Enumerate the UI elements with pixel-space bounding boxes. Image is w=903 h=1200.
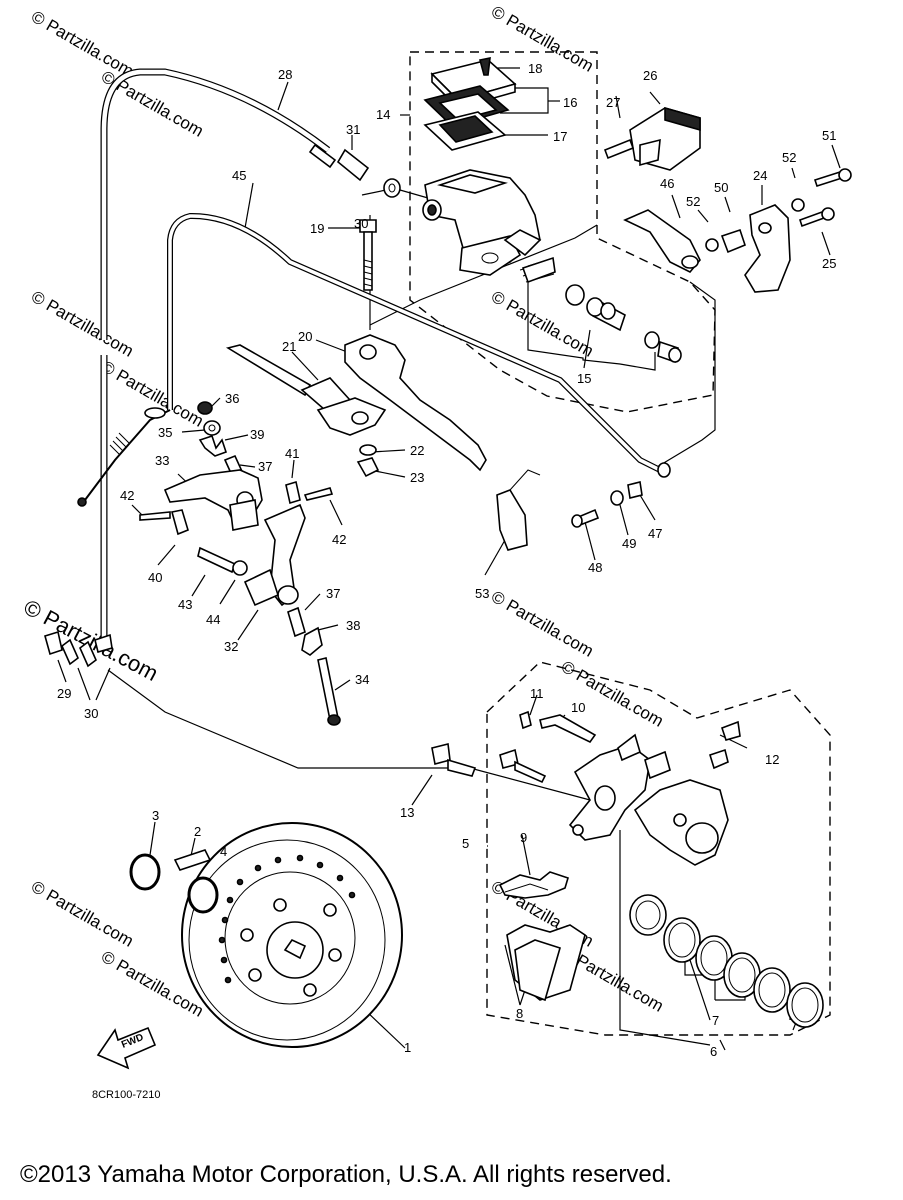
callout-32: 32 — [224, 639, 238, 654]
callout-12: 12 — [765, 752, 779, 767]
callout-44: 44 — [206, 612, 220, 627]
copyright-notice: ©2013 Yamaha Motor Corporation, U.S.A. A… — [20, 1161, 672, 1188]
callout-15: 15 — [577, 371, 591, 386]
watermark: © Partzilla.com — [28, 877, 137, 951]
drawing-code: 8CR100-7210 — [92, 1089, 161, 1101]
callout-19: 19 — [310, 221, 324, 236]
watermark-dark: © Partzilla.com — [20, 594, 163, 686]
callout-27: 27 — [606, 95, 620, 110]
callout-2: 2 — [194, 824, 201, 839]
watermark: © Partzilla.com — [28, 287, 137, 361]
callout-50: 50 — [714, 180, 728, 195]
brake-levers — [225, 334, 487, 478]
callout-48: 48 — [588, 560, 602, 575]
callout-33: 33 — [155, 453, 169, 468]
callout-39: 39 — [250, 427, 264, 442]
switch-bracket — [496, 106, 852, 551]
callout-35: 35 — [158, 425, 172, 440]
callout-25: 25 — [822, 256, 836, 271]
callout-8: 8 — [516, 1006, 523, 1021]
callout-9: 9 — [520, 830, 527, 845]
callout-38: 38 — [346, 618, 360, 633]
callout-10: 10 — [571, 700, 585, 715]
callout-22: 22 — [410, 443, 424, 458]
callout-24: 24 — [753, 168, 767, 183]
callout-21: 21 — [282, 339, 296, 354]
callout-3: 3 — [152, 808, 159, 823]
watermark: © Partzilla.com — [558, 657, 667, 731]
callout-45: 45 — [232, 168, 246, 183]
callout-36: 36 — [225, 391, 239, 406]
callout-4: 4 — [220, 844, 227, 859]
watermark: © Partzilla.com — [488, 587, 597, 661]
callout-46: 46 — [660, 176, 674, 191]
callout-31: 31 — [346, 122, 360, 137]
callout-11: 11 — [530, 686, 544, 701]
callout-30-upper: 30 — [354, 216, 368, 231]
callout-16: 16 — [563, 95, 577, 110]
callout-18: 18 — [528, 61, 542, 76]
callout-29: 29 — [57, 686, 71, 701]
callout-14: 14 — [376, 107, 390, 122]
watermark: © Partzilla.com — [28, 7, 137, 81]
callout-30-lower: 30 — [84, 706, 98, 721]
callout-5: 5 — [462, 836, 469, 851]
callout-23: 23 — [410, 470, 424, 485]
callout-49: 49 — [622, 536, 636, 551]
brake-disc — [96, 822, 403, 1070]
callout-26: 26 — [643, 68, 657, 83]
group-outlines — [409, 51, 831, 1036]
callout-43: 43 — [178, 597, 192, 612]
callout-40: 40 — [148, 570, 162, 585]
callout-51: 51 — [822, 128, 836, 143]
callout-52-upper: 52 — [782, 150, 796, 165]
callout-labels: 1 2 3 4 5 6 7 8 9 10 11 12 13 14 15 16 1… — [57, 61, 836, 1059]
master-cylinder-assembly — [359, 56, 682, 364]
brake-cables — [77, 68, 671, 640]
callout-53: 53 — [475, 586, 489, 601]
caliper-assembly — [431, 710, 824, 1028]
callout-41: 41 — [285, 446, 299, 461]
callout-37-upper: 37 — [258, 459, 272, 474]
callout-17: 17 — [553, 129, 567, 144]
callout-34: 34 — [355, 672, 369, 687]
callout-6: 6 — [710, 1044, 717, 1059]
callout-52-lower: 52 — [686, 194, 700, 209]
callout-20: 20 — [298, 329, 312, 344]
callout-28: 28 — [278, 67, 292, 82]
callout-42-right: 42 — [332, 532, 346, 547]
callout-1: 1 — [404, 1040, 411, 1055]
callout-42-left: 42 — [120, 488, 134, 503]
callout-7: 7 — [712, 1013, 719, 1028]
parking-linkage — [44, 401, 341, 726]
callout-13: 13 — [400, 805, 414, 820]
callout-47: 47 — [648, 526, 662, 541]
callout-37-lower: 37 — [326, 586, 340, 601]
